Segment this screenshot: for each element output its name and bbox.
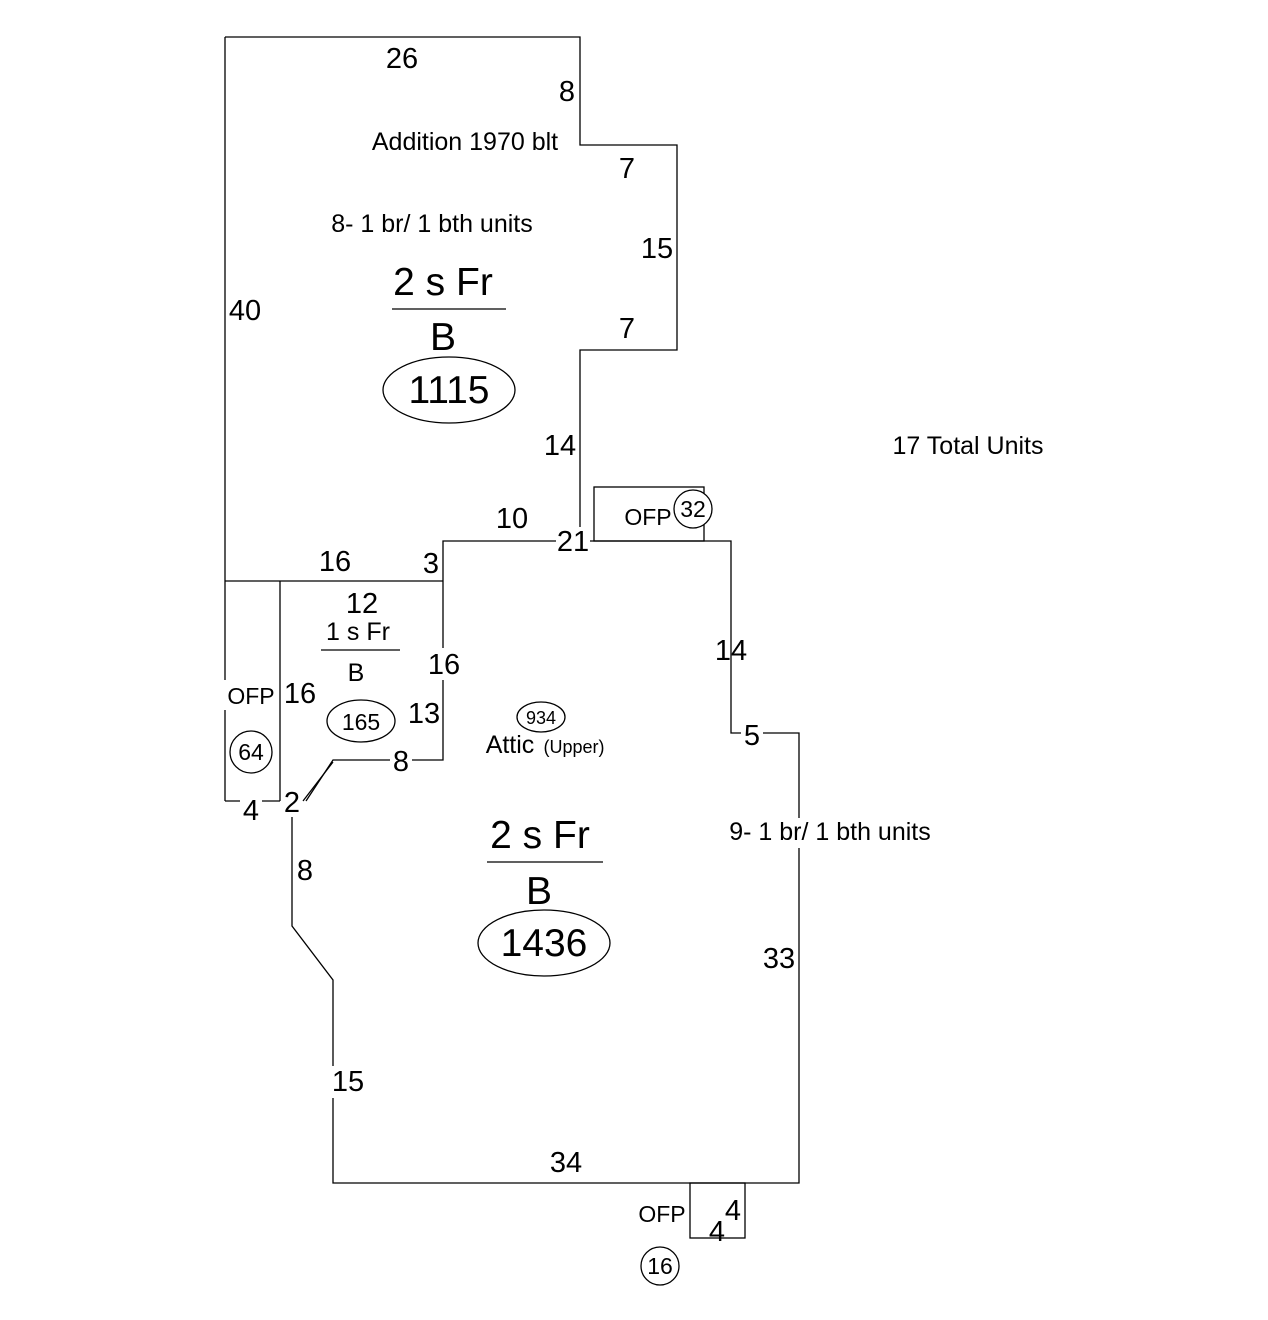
attic-sub: (Upper)	[543, 737, 604, 757]
porch-bottom-area: 16	[647, 1253, 673, 1279]
porch-top-area: 32	[680, 496, 706, 522]
dim-main-right-b: 33	[763, 943, 795, 975]
addition-units: 8- 1 br/ 1 bth units	[331, 210, 533, 238]
dim-addition-e: 14	[544, 430, 576, 462]
attic-label: Attic	[486, 731, 535, 759]
dim-main-top-a: 10	[496, 503, 528, 535]
one-story-code-bottom: B	[348, 659, 365, 687]
dim-porch-left-width-bg	[240, 792, 262, 822]
addition-area-ellipse	[382, 356, 516, 424]
porch-left-label-bg	[222, 680, 278, 710]
porch-top-label: OFP	[624, 504, 671, 530]
dim-main-bottom: 34	[550, 1147, 582, 1179]
dim-main-left-b: 8	[297, 855, 313, 887]
dim-addition-b: 7	[619, 153, 635, 185]
dim-main-top-b: 21	[557, 526, 589, 558]
dim-one-story-left-bg	[281, 677, 319, 709]
attic-area: 934	[526, 708, 556, 728]
one-story-area-ellipse	[326, 699, 396, 743]
dim-one-story-right: 16	[428, 649, 460, 681]
one-story-code-top: 1 s Fr	[326, 618, 390, 646]
porch-bottom-outline	[689, 1182, 746, 1239]
porch-bottom-label: OFP	[638, 1201, 685, 1227]
one-story-area: 165	[342, 709, 380, 735]
main-units: 9- 1 br/ 1 bth units	[729, 818, 931, 846]
dim-main-right-a: 14	[715, 635, 747, 667]
porch-bottom-area-circle	[640, 1246, 680, 1286]
addition-code-bottom: B	[430, 316, 456, 359]
addition-outline	[225, 36, 678, 541]
dim-main-step: 5	[744, 720, 760, 752]
dim-addition-d: 7	[619, 313, 635, 345]
main-code-bottom: B	[526, 870, 552, 913]
dim-one-story-top: 12	[346, 588, 378, 620]
dim-one-story-bottom: 8	[393, 746, 409, 778]
main-code-top: 2 s Fr	[490, 814, 590, 857]
dim-main-top-b-bg	[556, 527, 590, 555]
total-units: 17 Total Units	[892, 432, 1043, 460]
dim-one-story-right-bg	[426, 648, 462, 680]
main-units-bg	[716, 818, 942, 848]
dim-one-story-inner: 13	[408, 698, 440, 730]
dim-one-story-notch: 3	[423, 548, 439, 580]
dim-one-story-wide: 16	[319, 546, 351, 578]
dim-one-story-left: 16	[284, 678, 316, 710]
dim-main-left-a: 15	[332, 1066, 364, 1098]
dim-one-story-corner: 2	[284, 787, 300, 819]
attic-area-ellipse	[516, 701, 566, 733]
dim-porch-bottom-w: 4	[709, 1216, 725, 1248]
dim-one-story-bottom-bg	[390, 746, 412, 776]
dim-addition-a: 8	[559, 76, 575, 108]
porch-left-area-circle	[229, 730, 273, 774]
main-area: 1436	[501, 922, 588, 965]
dim-main-left-a-bg	[329, 1066, 367, 1098]
dim-main-step-bg	[741, 720, 763, 748]
dim-addition-c: 15	[641, 233, 673, 265]
main-area-ellipse	[477, 909, 611, 977]
addition-note: Addition 1970 blt	[372, 128, 558, 156]
one-story-corner	[302, 761, 334, 802]
porch-top-area-circle	[673, 489, 713, 529]
dim-one-story-corner-bg	[282, 789, 302, 817]
addition-area: 1115	[409, 369, 490, 412]
dim-addition-top: 26	[386, 43, 418, 75]
dim-porch-bottom-h: 4	[725, 1195, 741, 1227]
addition-code-top: 2 s Fr	[393, 261, 493, 304]
porch-left-label: OFP	[227, 683, 274, 709]
dim-addition-left: 40	[229, 295, 261, 327]
porch-left-area: 64	[238, 739, 264, 765]
dim-main-right-b-bg	[760, 943, 798, 975]
dim-porch-left-width: 4	[243, 795, 259, 827]
